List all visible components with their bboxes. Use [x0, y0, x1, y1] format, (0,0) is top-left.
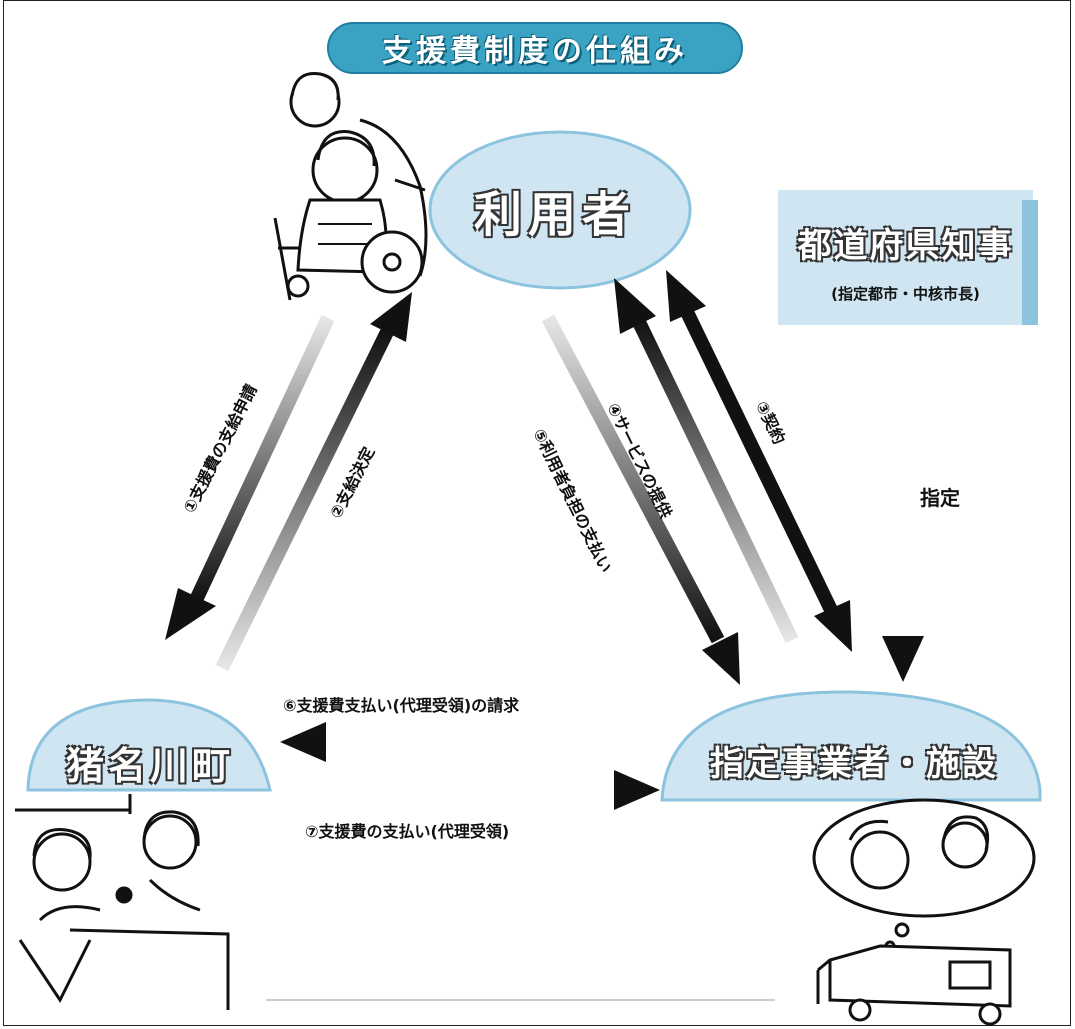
governor-sub-node: (指定都市・中核市長) — [778, 278, 1033, 308]
designation-label: 指定 — [920, 486, 960, 510]
arrow-5-shaft — [541, 314, 725, 644]
governor-box-shadow — [1022, 200, 1038, 325]
arrow-6-head — [280, 722, 326, 762]
arrow-4-shaft — [631, 316, 799, 644]
governor-node: 都道府県知事 — [778, 212, 1033, 272]
town-bubble — [26, 698, 272, 792]
wheelchair-illustration — [273, 71, 428, 301]
diagram-frame — [3, 0, 1071, 1026]
page-title: 支援費制度の仕組み — [382, 34, 688, 69]
arrow-1-head — [165, 588, 216, 640]
provider-node: 指定事業者・施設 — [668, 730, 1040, 790]
provider-label: 指定事業者・施設 — [710, 743, 998, 784]
arrow-2-shaft — [215, 326, 395, 672]
governor-box — [778, 190, 1033, 325]
arrow-3-shaft — [679, 306, 839, 616]
arrow-5-head — [702, 632, 740, 685]
user-bubble — [428, 130, 692, 290]
arrow-3-head-top — [666, 270, 706, 322]
governor-label: 都道府県知事 — [797, 225, 1014, 266]
office-counter-illustration — [15, 794, 230, 1010]
provider-bubble — [660, 690, 1042, 802]
user-label: 利用者 — [473, 187, 636, 243]
title-banner: 支援費制度の仕組み — [327, 22, 743, 74]
flow-6-label: ⑥支援費支払い(代理受領)の請求 — [283, 696, 520, 715]
town-label: 猪名川町 — [65, 744, 234, 788]
arrow-1-shaft — [189, 315, 335, 603]
care-transport-illustration — [812, 798, 1036, 1026]
flow-7-label: ⑦支援費の支払い(代理受領) — [305, 822, 510, 841]
user-node: 利用者 — [455, 175, 655, 245]
designation-arrow-head — [882, 636, 924, 682]
town-node: 猪名川町 — [30, 735, 270, 790]
arrow-3-head-bottom — [814, 600, 852, 652]
arrow-2-head — [370, 292, 412, 342]
governor-sub-label: (指定都市・中核市長) — [831, 284, 980, 303]
arrow-4-head — [614, 278, 656, 334]
arrow-7-head — [614, 770, 660, 810]
